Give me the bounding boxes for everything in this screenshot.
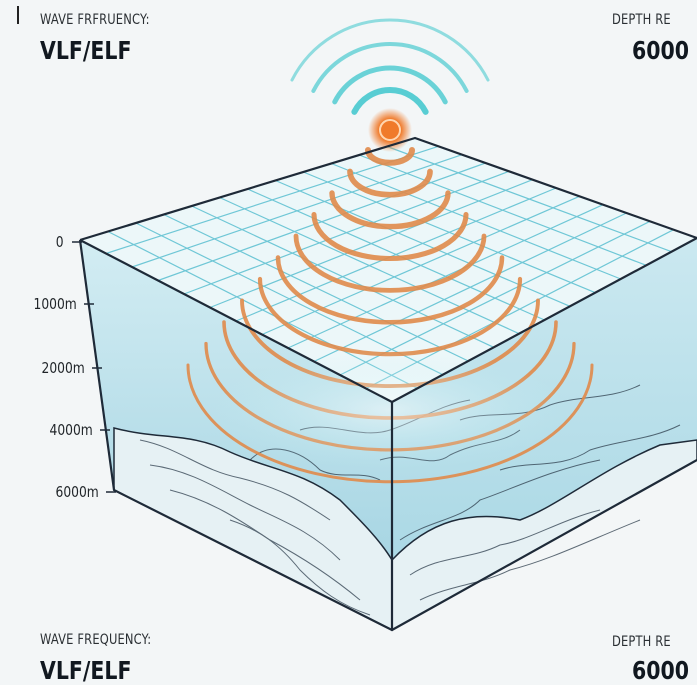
- subsurface-wave-arc: [365, 147, 415, 166]
- subsurface-wave-arc: [293, 233, 487, 293]
- wave-frequency-value-bottom: VLF/ELF: [40, 656, 132, 685]
- airborne-wave-arc: [332, 65, 448, 105]
- depth-axis-ticks: [72, 241, 116, 493]
- depth-tick-0: 0: [56, 233, 64, 251]
- subsurface-wave-arc: [347, 168, 433, 198]
- wave-frequency-value-top: VLF/ELF: [40, 36, 132, 65]
- airborne-wave-arc: [351, 87, 429, 115]
- grid-line: [339, 220, 651, 376]
- depth-value-top: 6000: [632, 36, 690, 65]
- depth-value-bottom: 6000: [632, 656, 690, 685]
- depth-tick-2000m: 2000m: [41, 359, 85, 377]
- subsurface-wave-arc: [311, 211, 469, 262]
- surface-grid: [105, 145, 674, 390]
- subsurface-wave-arc: [329, 190, 451, 230]
- subsurface-wave-arc: [186, 363, 594, 484]
- grid-line: [386, 145, 672, 253]
- signal-source-icon: [379, 119, 401, 141]
- airborne-wave-arc: [311, 42, 469, 93]
- subsurface-wave-arc: [275, 255, 505, 325]
- depth-caption-bottom: DEPTH RE: [612, 634, 671, 650]
- text-cursor: [17, 6, 19, 24]
- wave-frequency-caption-bottom: WAVE FREQUENCY:: [40, 632, 152, 648]
- depth-tick-1000m: 1000m: [33, 295, 77, 313]
- airborne-wave-arc: [290, 18, 490, 82]
- seabed-side: [391, 439, 697, 632]
- depth-tick-4000m: 4000m: [49, 421, 93, 439]
- signal-glow: [210, 350, 570, 470]
- depth-caption-top: DEPTH RE: [612, 12, 671, 28]
- airborne-wave-arcs: [290, 18, 490, 115]
- cube-outline: [78, 136, 697, 632]
- depth-tick-6000m: 6000m: [55, 483, 99, 501]
- wave-frequency-caption-top: WAVE FRFRUENCY:: [40, 12, 150, 28]
